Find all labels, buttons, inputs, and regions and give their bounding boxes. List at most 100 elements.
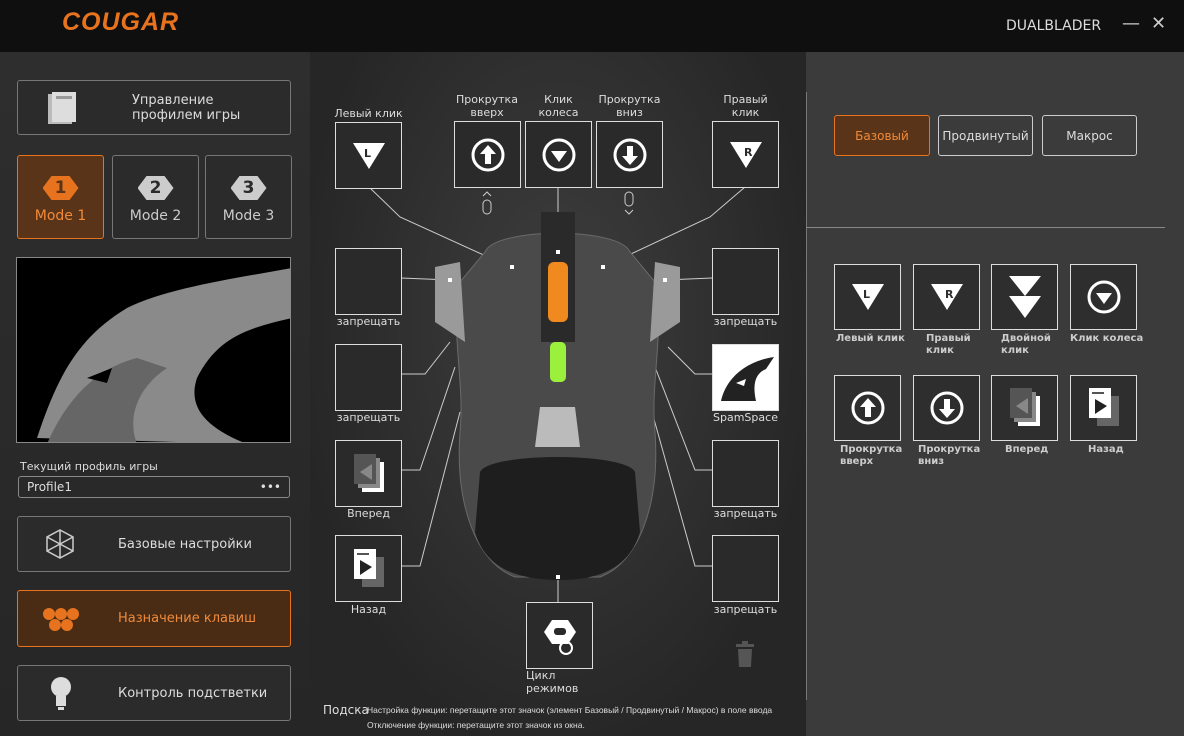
scroll-down-icon [612,137,648,173]
svg-text:R: R [744,146,753,159]
hint-line-2: Отключение функции: перетащите этот знач… [367,720,585,730]
slot-mode-cycle-label: Цикл режимов [526,669,579,695]
slot-left-click-label: Левый клик [334,107,403,120]
func-right-click-label: Правый клик [926,333,971,356]
func-scroll-down[interactable] [913,375,980,441]
right-click-icon: R [728,140,764,170]
func-right-click[interactable]: R [913,264,980,330]
divider-vertical [806,92,807,700]
key-assignment-button[interactable]: Назначение клавиш [17,590,291,647]
slot-right-click-label: Правый клик [723,93,768,119]
func-left-click-label: Левый клик [836,333,905,344]
left-click-icon: L [850,282,886,312]
wheel-down-icon [623,190,635,216]
lighting-control-button[interactable]: Контроль подстветки [17,665,291,721]
slot-left-1-label: запрещать [336,315,401,328]
hexagons-icon [40,606,118,632]
mode-1-badge: 1 [42,176,79,200]
cougar-head-image [37,268,290,442]
profile-management-button[interactable]: Управление профилем игры [17,80,291,135]
back-icon [352,548,386,589]
lighting-control-label: Контроль подстветки [118,685,268,701]
wheel-click-icon [541,137,577,173]
profile-value: Profile1 [27,480,72,494]
slot-back-label: Назад [350,603,387,616]
func-wheel-click[interactable] [1070,264,1137,330]
title-bar: COUGAR DUALBLADER — ✕ [0,0,1184,52]
mouse-diagram [368,186,746,602]
mode-2-label: Mode 2 [129,208,182,224]
scroll-up-icon [850,390,886,426]
right-click-icon: R [929,282,965,312]
slot-right-4-label: запрещать [713,603,778,616]
slot-mode-cycle[interactable] [526,602,593,669]
svg-text:L: L [863,288,870,301]
tab-macro[interactable]: Макрос [1042,115,1137,156]
basic-settings-label: Базовые настройки [118,536,252,552]
mode-3-label: Mode 3 [222,208,275,224]
slot-right-3[interactable] [712,440,779,507]
cougar-logo: COUGAR [62,8,180,36]
slot-back[interactable] [335,535,402,602]
func-scroll-up[interactable] [834,375,901,441]
mode-2-badge: 2 [137,176,174,200]
tab-advanced[interactable]: Продвинутый [938,115,1033,156]
tab-basic[interactable]: Базовый [834,115,930,156]
slot-forward-label: Вперед [347,507,390,520]
func-back[interactable] [1070,375,1137,441]
func-left-click[interactable]: L [834,264,901,330]
slot-right-1-label: запрещать [713,315,778,328]
device-name: DUALBLADER [1006,18,1102,34]
slot-right-2-label: SpamSpace [713,411,778,424]
wheel-click-icon [1086,279,1122,315]
func-scroll-down-label: Прокрутка вниз [918,444,981,467]
hint-title: Подска [323,703,369,717]
key-assignment-label: Назначение клавиш [118,611,257,626]
more-options-button[interactable]: ••• [259,480,281,494]
minimize-button[interactable]: — [1122,13,1140,34]
divider-horizontal [806,227,1165,228]
current-profile-label: Текущий профиль игры [20,460,158,473]
scroll-down-icon [929,390,965,426]
func-scroll-up-label: Прокрутка вверх [840,444,903,467]
forward-icon [352,453,386,494]
basic-settings-button[interactable]: Базовые настройки [17,516,291,572]
func-wheel-click-label: Клик колеса [1070,333,1144,344]
slot-left-2[interactable] [335,344,402,411]
slot-right-3-label: запрещать [713,507,778,520]
profile-image[interactable] [16,257,291,443]
profile-select[interactable]: Profile1 ••• [18,476,290,498]
slot-scroll-up-label: Прокрутка вверх [456,93,518,119]
wheel-up-icon [481,190,493,216]
mode-3-badge: 3 [230,176,267,200]
forward-icon [1008,388,1042,428]
slot-right-1[interactable] [712,248,779,315]
slot-scroll-down[interactable] [596,121,663,188]
svg-text:R: R [945,288,954,301]
slot-scroll-down-label: Прокрутка вниз [598,93,661,119]
slot-forward[interactable] [335,440,402,507]
slot-wheel-click[interactable] [525,121,592,188]
slot-right-2[interactable] [712,344,779,411]
func-forward-label: Вперед [1005,444,1049,455]
func-back-label: Назад [1088,444,1124,455]
func-forward[interactable] [991,375,1058,441]
slot-right-click[interactable]: R [712,121,779,188]
func-double-click-label: Двойной клик [1001,333,1051,356]
hint-line-1: Настройка функции: перетащите этот значо… [367,705,773,715]
slot-left-click[interactable]: L [335,122,402,189]
trash-icon[interactable] [735,641,755,667]
slot-left-1[interactable] [335,248,402,315]
left-click-icon: L [351,141,387,171]
cube-icon [44,528,118,560]
back-icon [1087,388,1121,428]
slot-scroll-up[interactable] [454,121,521,188]
folder-icon [44,90,104,126]
close-button[interactable]: ✕ [1151,13,1167,34]
func-double-click[interactable] [991,264,1058,330]
slot-right-4[interactable] [712,535,779,602]
double-click-icon [1008,275,1042,319]
